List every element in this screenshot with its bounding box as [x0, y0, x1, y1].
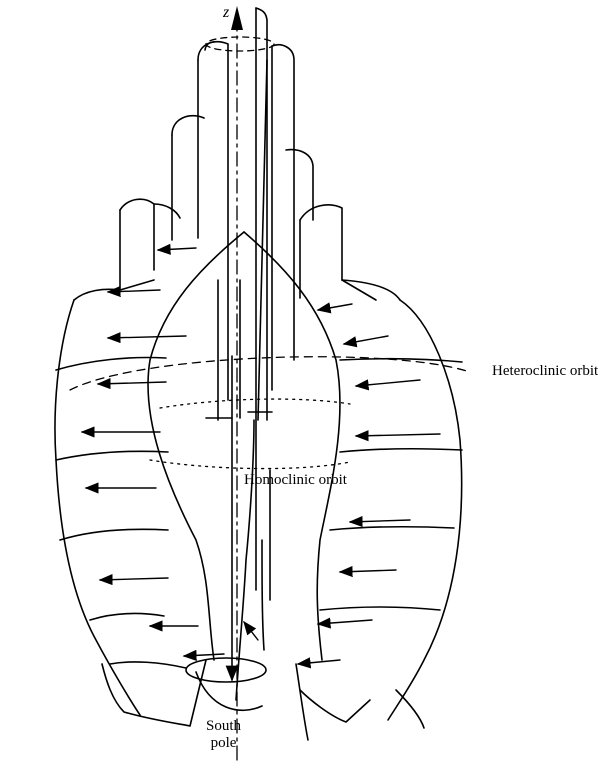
- outer-left-shell: [55, 289, 186, 715]
- right-upper-block: [300, 205, 376, 300]
- left-mid-pillar: [172, 116, 204, 240]
- right-mid-pillar: [286, 150, 313, 220]
- lower-legs: [102, 660, 424, 740]
- left-upper-pillar: [198, 42, 228, 400]
- left-upper-block: [120, 199, 180, 290]
- south-pole-label: South pole: [206, 718, 241, 752]
- right-upper-pillar: [272, 45, 294, 390]
- outer-right-shell: [320, 280, 462, 720]
- z-axis-label: z: [223, 4, 229, 21]
- homoclinic-orbit-label: Homoclinic orbit: [244, 472, 347, 489]
- south-pole-label-line2: pole: [206, 735, 241, 752]
- south-pole-label-line1: South: [206, 718, 241, 735]
- south-pole-ring: [186, 658, 266, 710]
- inner-vertical-orbits: [206, 280, 272, 700]
- heteroclinic-orbit-label: Heteroclinic orbit: [492, 363, 598, 380]
- z-axis-arrowhead: [231, 6, 243, 30]
